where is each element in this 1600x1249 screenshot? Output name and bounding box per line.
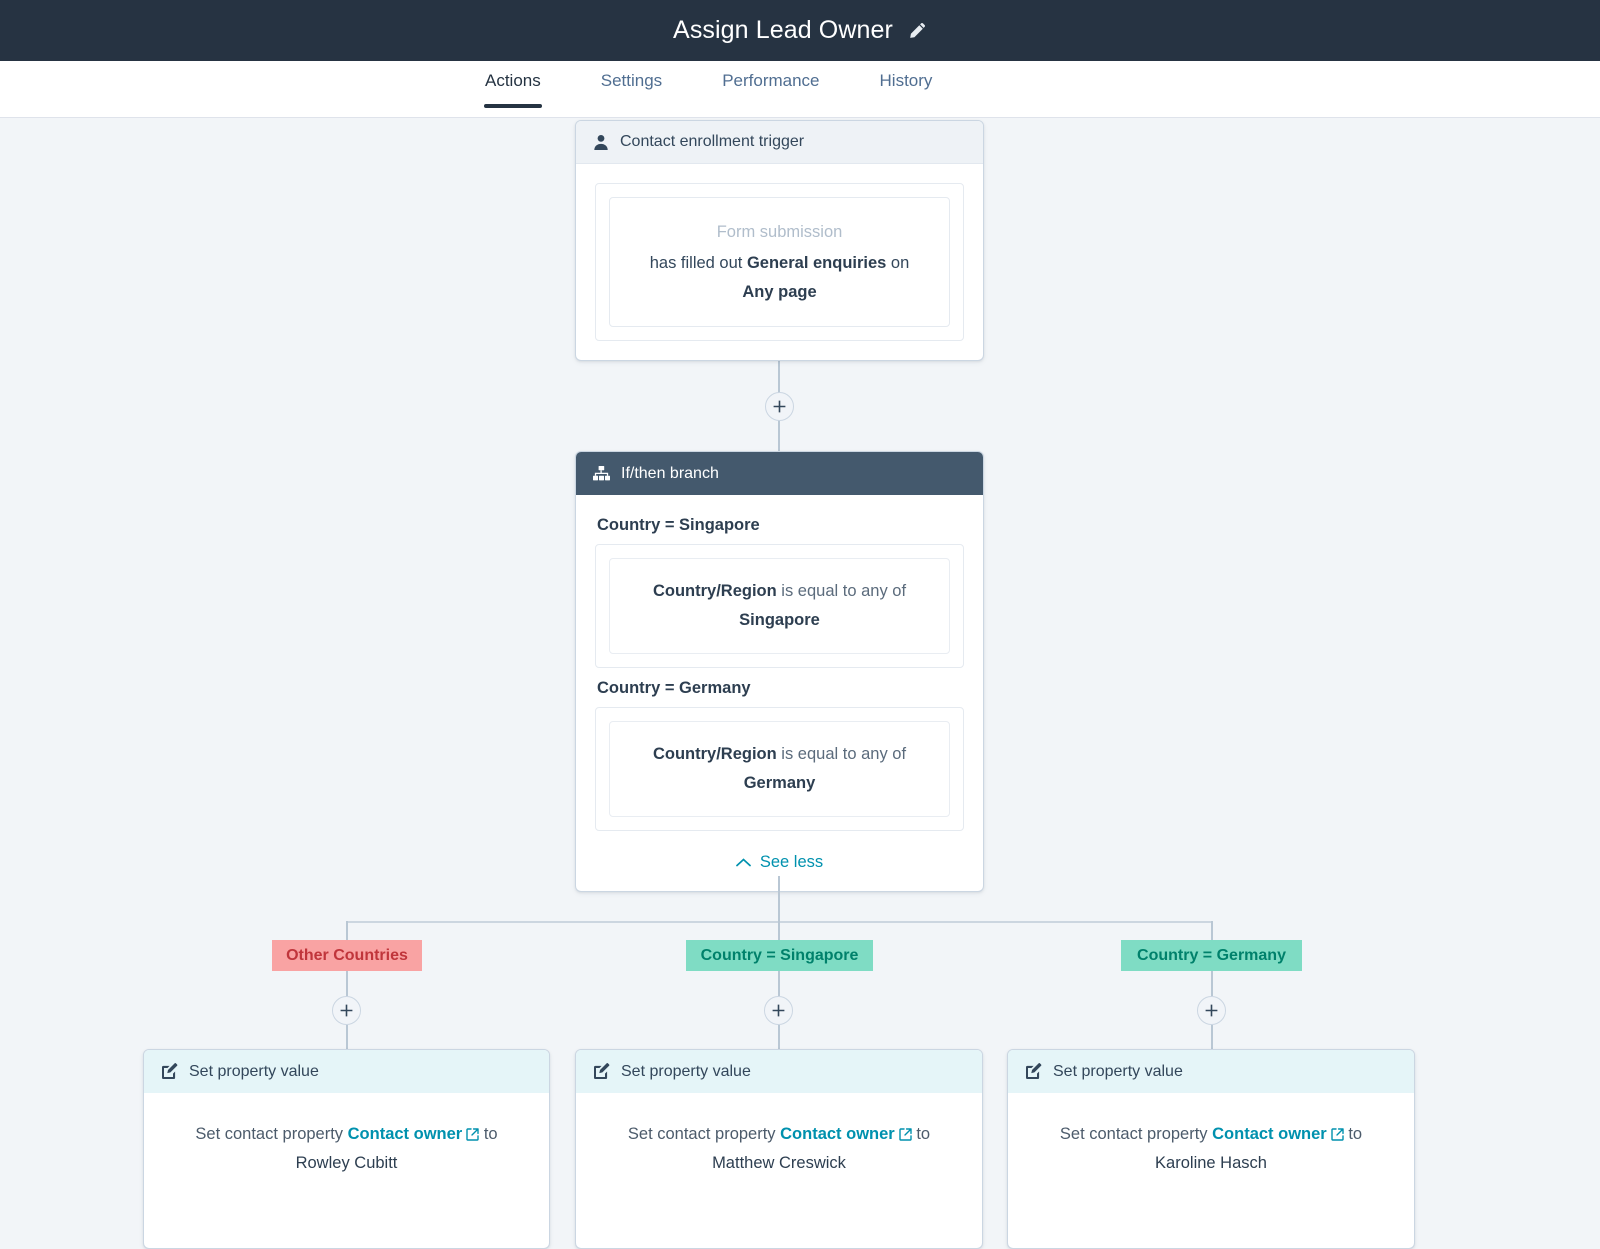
connector-to-badge-germany <box>1211 921 1213 956</box>
tab-bar: Actions Settings Performance History <box>0 61 1600 118</box>
branch-condition-outer-0: Country/Region is equal to any of Singap… <box>595 544 964 668</box>
add-step-branch-singapore-button[interactable] <box>764 996 793 1025</box>
pen-square-icon <box>161 1063 178 1080</box>
contact-owner-link-label-other: Contact owner <box>347 1125 463 1143</box>
branch-output-label-singapore: Country = Singapore <box>700 946 859 964</box>
setprop-card-body-singapore: Set contact property Contact owner to Ma… <box>576 1093 982 1209</box>
branch-condition-label-1: Country = Germany <box>597 678 751 697</box>
connector-branch-stem <box>778 876 780 922</box>
trigger-card-title: Contact enrollment trigger <box>620 133 805 150</box>
tab-history[interactable]: History <box>879 70 933 90</box>
connector-to-badge-other <box>346 921 348 956</box>
branch-output-label-germany: Country = Germany <box>1137 946 1286 964</box>
trigger-card-header: Contact enrollment trigger <box>576 121 983 164</box>
contact-owner-link-other[interactable]: Contact owner <box>348 1125 480 1143</box>
contact-owner-link-label-germany: Contact owner <box>1212 1125 1327 1143</box>
set-property-value-card-singapore[interactable]: Set property value Set contact property … <box>575 1049 983 1249</box>
external-link-icon <box>1327 1125 1344 1143</box>
setprop-card-body-germany: Set contact property Contact owner to Ka… <box>1008 1093 1414 1209</box>
tab-settings[interactable]: Settings <box>600 70 663 90</box>
external-link-icon <box>895 1125 912 1143</box>
branch-condition-label-0: Country = Singapore <box>597 516 760 534</box>
set-property-value-card-other[interactable]: Set property value Set contact property … <box>143 1049 550 1249</box>
connector-plus-germany-to-card <box>1211 1025 1213 1050</box>
page-title: Assign Lead Owner <box>673 16 893 44</box>
setprop-text-after-germany: to <box>1343 1125 1363 1143</box>
connector-to-badge-singapore <box>778 921 780 956</box>
trigger-outer-box: Form submission has filled out General e… <box>595 183 964 342</box>
setprop-card-title-germany: Set property value <box>1053 1062 1183 1080</box>
branch-condition-inner-0: Country/Region is equal to any of Singap… <box>609 558 950 654</box>
app-titlebar: Assign Lead Owner <box>0 0 1600 61</box>
connector-plus-singapore-to-card <box>778 1025 780 1050</box>
see-less-label: See less <box>759 852 824 871</box>
trigger-type-label: Form submission <box>716 223 843 241</box>
see-less-toggle[interactable]: See less <box>595 853 964 872</box>
setprop-value-singapore: Matthew Creswick <box>712 1154 846 1173</box>
sitemap-icon <box>593 466 610 481</box>
branch-output-label-other: Other Countries <box>286 946 408 964</box>
tab-performance[interactable]: Performance <box>722 70 820 90</box>
branch-card-body: Country = Singapore Country/Region is eq… <box>576 495 983 891</box>
if-then-branch-card[interactable]: If/then branch Country = Singapore Count… <box>575 451 984 892</box>
branch-condition-outer-1: Country/Region is equal to any of German… <box>595 706 964 831</box>
setprop-text-before-singapore: Set contact property <box>627 1125 781 1143</box>
setprop-card-body-other: Set contact property Contact owner to Ro… <box>144 1093 549 1209</box>
branch-card-title: If/then branch <box>621 464 719 482</box>
setprop-text-after-singapore: to <box>911 1125 931 1143</box>
branch-condition-property-0: Country/Region <box>652 582 777 600</box>
pen-square-icon <box>593 1063 610 1080</box>
branch-output-badge-germany[interactable]: Country = Germany <box>1121 940 1302 971</box>
connector-trigger-to-plus <box>778 358 780 410</box>
setprop-card-header-germany: Set property value <box>1008 1050 1414 1093</box>
branch-condition-operator-0: is equal to any of <box>776 582 907 600</box>
setprop-card-header-singapore: Set property value <box>576 1050 982 1093</box>
branch-condition-property-1: Country/Region <box>652 744 777 763</box>
set-property-value-card-germany[interactable]: Set property value Set contact property … <box>1007 1049 1415 1249</box>
connector-badge-singapore-down <box>778 971 780 996</box>
workflow-canvas: Contact enrollment trigger Form submissi… <box>0 118 1600 1249</box>
trigger-card-body: Form submission has filled out General e… <box>576 164 983 360</box>
branch-card-header: If/then branch <box>576 452 983 495</box>
pencil-icon[interactable] <box>907 21 927 41</box>
trigger-text-middle: on <box>886 254 910 273</box>
setprop-card-header-other: Set property value <box>144 1050 549 1093</box>
branch-condition-value-1: Germany <box>743 773 816 792</box>
connector-plus-to-branch <box>778 418 780 452</box>
branch-output-badge-other[interactable]: Other Countries <box>272 940 422 971</box>
pen-square-icon <box>1025 1063 1042 1080</box>
setprop-text-after-other: to <box>479 1125 498 1143</box>
connector-badge-germany-down <box>1211 971 1213 996</box>
branch-output-badge-singapore[interactable]: Country = Singapore <box>686 940 873 971</box>
contact-person-icon <box>593 134 609 151</box>
add-step-after-trigger-button[interactable] <box>765 392 794 421</box>
add-step-branch-other-button[interactable] <box>332 996 361 1025</box>
tab-actions[interactable]: Actions <box>484 71 542 108</box>
chevron-up-icon <box>735 857 751 867</box>
contact-owner-link-label-singapore: Contact owner <box>780 1125 895 1143</box>
contact-enrollment-trigger-card[interactable]: Contact enrollment trigger Form submissi… <box>575 120 984 362</box>
trigger-text-before: has filled out <box>649 254 747 273</box>
contact-owner-link-singapore[interactable]: Contact owner <box>780 1125 912 1143</box>
branch-condition-inner-1: Country/Region is equal to any of German… <box>609 720 950 817</box>
setprop-value-germany: Karoline Hasch <box>1155 1154 1267 1173</box>
setprop-card-title-singapore: Set property value <box>621 1062 751 1080</box>
add-step-branch-germany-button[interactable] <box>1197 996 1226 1025</box>
external-link-icon <box>462 1125 479 1143</box>
connector-badge-other-down <box>346 971 348 996</box>
connector-plus-other-to-card <box>346 1025 348 1050</box>
trigger-page-name: Any page <box>742 282 817 301</box>
setprop-text-before-other: Set contact property <box>195 1125 348 1143</box>
contact-owner-link-germany[interactable]: Contact owner <box>1212 1125 1344 1143</box>
setprop-text-before-germany: Set contact property <box>1059 1125 1213 1143</box>
branch-condition-operator-1: is equal to any of <box>776 744 907 763</box>
trigger-form-name: General enquiries <box>746 254 887 273</box>
trigger-inner-box: Form submission has filled out General e… <box>609 197 950 328</box>
setprop-card-title-other: Set property value <box>189 1062 319 1080</box>
setprop-value-other: Rowley Cubitt <box>295 1154 398 1173</box>
branch-condition-value-0: Singapore <box>739 610 820 629</box>
